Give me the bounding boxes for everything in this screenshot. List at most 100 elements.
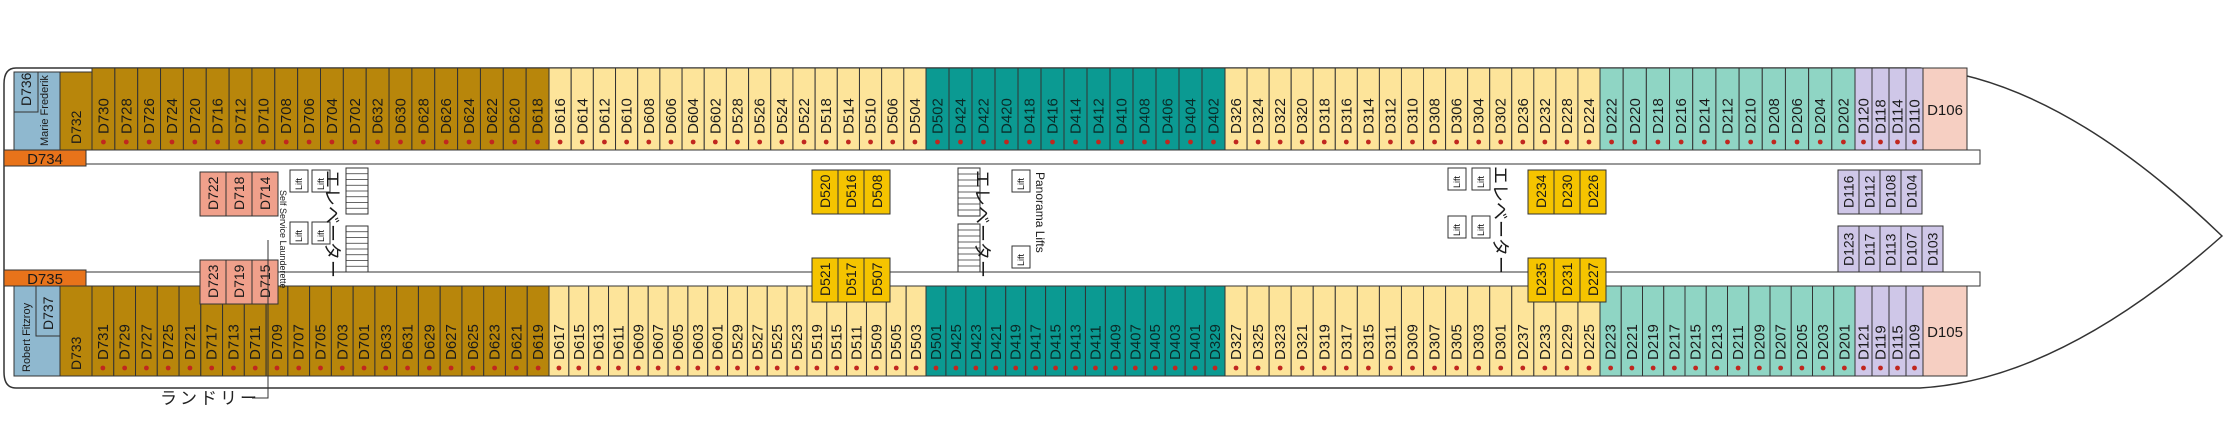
cabin-interior-lavender[interactable]: D112	[1858, 169, 1881, 215]
cabin-interior-lavender[interactable]: D107	[1900, 225, 1923, 273]
cabin-bottom[interactable]: D311	[1378, 285, 1402, 377]
cabin-top[interactable]: D416	[1040, 67, 1065, 151]
cabin-interior-yellow-fwd[interactable]: D235	[1527, 257, 1555, 303]
cabin-bottom[interactable]: D323	[1268, 285, 1292, 377]
cabin-bottom[interactable]: D209	[1748, 285, 1771, 377]
cabin-top[interactable]: D606	[659, 67, 683, 151]
cabin-bottom[interactable]: D523	[786, 285, 808, 377]
cabin-bottom[interactable]: D425	[945, 285, 967, 377]
cabin-interior-yellow[interactable]: D517	[837, 257, 865, 303]
cabin-top[interactable]: D404	[1178, 67, 1203, 151]
cabin-bottom[interactable]: D401	[1184, 285, 1206, 377]
cabin-bottom[interactable]: D413	[1065, 285, 1086, 377]
cabin-bottom[interactable]: D711	[243, 285, 267, 377]
cabin-aft-bottom[interactable]: D737	[35, 285, 61, 337]
cabin-top[interactable]: D726	[137, 67, 162, 151]
cabin-bottom[interactable]: D529	[727, 285, 748, 377]
cabin-bottom[interactable]: D503	[905, 285, 927, 377]
cabin-bottom[interactable]: D607	[647, 285, 669, 377]
cabin-bottom[interactable]: D627	[439, 285, 463, 377]
cabin-bottom[interactable]: D327	[1224, 285, 1248, 377]
cabin-forward-end[interactable]: D106	[1922, 67, 1968, 151]
cabin-interior-salmon[interactable]: D723	[199, 259, 227, 305]
cabin-interior-yellow-fwd[interactable]: D234	[1527, 169, 1555, 215]
cabin-top[interactable]: D502	[925, 67, 950, 151]
cabin-top[interactable]: D628	[411, 67, 436, 151]
cabin-bottom[interactable]: D525	[766, 285, 788, 377]
cabin-top[interactable]: D306	[1445, 67, 1469, 151]
cabin-bottom[interactable]: D121	[1854, 285, 1873, 377]
cabin-bottom[interactable]: D501	[925, 285, 947, 377]
cabin-bottom[interactable]: D619	[526, 285, 550, 377]
cabin-top[interactable]: D326	[1224, 67, 1248, 151]
cabin-top[interactable]: D118	[1871, 67, 1890, 151]
cabin-bottom[interactable]: D415	[1045, 285, 1067, 377]
cabin-interior-lavender[interactable]: D116	[1837, 169, 1860, 215]
cabin-aft-top[interactable]: D736	[13, 71, 39, 113]
cabin-bottom[interactable]: D411	[1084, 285, 1106, 377]
cabin-bottom[interactable]: D615	[568, 285, 590, 377]
cabin-bottom[interactable]: D729	[113, 285, 137, 377]
cabin-bottom[interactable]: D603	[687, 285, 709, 377]
cabin-bottom[interactable]: D211	[1727, 285, 1750, 377]
cabin-top[interactable]: D402	[1201, 67, 1226, 151]
cabin-top[interactable]: D720	[182, 67, 207, 151]
cabin-top[interactable]: D232	[1533, 67, 1557, 151]
cabin-top[interactable]: D222	[1599, 67, 1624, 151]
cabin-top[interactable]: D120	[1854, 67, 1873, 151]
cabin-interior-lavender[interactable]: D113	[1879, 225, 1902, 273]
cabin-top[interactable]: D312	[1378, 67, 1402, 151]
cabin-top[interactable]: D526	[748, 67, 772, 151]
cabin-bottom[interactable]: D421	[985, 285, 1007, 377]
cabin-top[interactable]: D110	[1905, 67, 1924, 151]
cabin-bottom[interactable]: D233	[1533, 285, 1557, 377]
cabin-bottom[interactable]: D629	[417, 285, 441, 377]
cabin-top[interactable]: D216	[1669, 67, 1694, 151]
cabin-top[interactable]: D716	[205, 67, 230, 151]
cabin-top[interactable]: D208	[1761, 67, 1786, 151]
cabin-interior-yellow[interactable]: D516	[837, 169, 865, 215]
cabin-interior-salmon[interactable]: D714	[251, 171, 279, 217]
cabin-bottom[interactable]: D625	[461, 285, 485, 377]
cabin-bottom[interactable]: D219	[1642, 285, 1665, 377]
cabin-bottom[interactable]: D613	[588, 285, 610, 377]
cabin-top[interactable]: D602	[703, 67, 727, 151]
cabin-top[interactable]: D220	[1622, 67, 1647, 151]
cabin-interior-salmon[interactable]: D715	[251, 259, 279, 305]
cabin-top[interactable]: D514	[836, 67, 860, 151]
cabin-top[interactable]: D506	[881, 67, 905, 151]
cabin-bottom[interactable]: D237	[1511, 285, 1535, 377]
cabin-top[interactable]: D420	[994, 67, 1019, 151]
cabin-bottom[interactable]: D405	[1144, 285, 1166, 377]
cabin-bottom[interactable]: D303	[1467, 285, 1491, 377]
cabin-bottom[interactable]: D617	[548, 285, 570, 377]
cabin-bottom[interactable]: D407	[1124, 285, 1146, 377]
cabin-top[interactable]: D528	[725, 67, 750, 151]
cabin-top[interactable]: D706	[297, 67, 321, 151]
cabin-bottom[interactable]: D505	[885, 285, 907, 377]
cabin-top[interactable]: D632	[365, 67, 390, 151]
cabin-top[interactable]: D702	[342, 67, 367, 151]
cabin-top[interactable]: D114	[1888, 67, 1907, 151]
cabin-top[interactable]: D302	[1489, 67, 1513, 151]
cabin-top[interactable]: D316	[1334, 67, 1358, 151]
cabin-top[interactable]: D710	[251, 67, 276, 151]
cabin-top[interactable]: D612	[592, 67, 617, 151]
cabin-aft-orange-top[interactable]: D734	[3, 149, 87, 168]
cabin-top[interactable]: D320	[1290, 67, 1314, 151]
cabin-top[interactable]: D626	[434, 67, 459, 151]
cabin-bottom[interactable]: D205	[1790, 285, 1813, 377]
cabin-top[interactable]: D614	[570, 67, 594, 151]
cabin-top[interactable]: D610	[615, 67, 639, 151]
cabin-top[interactable]: D214	[1692, 67, 1717, 151]
cabin-bottom[interactable]: D403	[1164, 285, 1186, 377]
cabin-top[interactable]: D206	[1784, 67, 1810, 151]
cabin-interior-lavender[interactable]: D108	[1879, 169, 1902, 215]
cabin-top[interactable]: D408	[1132, 67, 1157, 151]
cabin-top[interactable]: D314	[1356, 67, 1380, 151]
cabin-bottom[interactable]: D329	[1204, 285, 1226, 377]
cabin-bottom[interactable]: D515	[826, 285, 848, 377]
cabin-bottom[interactable]: D213	[1705, 285, 1728, 377]
cabin-interior-lavender[interactable]: D104	[1900, 169, 1923, 215]
cabin-bottom[interactable]: D527	[746, 285, 768, 377]
